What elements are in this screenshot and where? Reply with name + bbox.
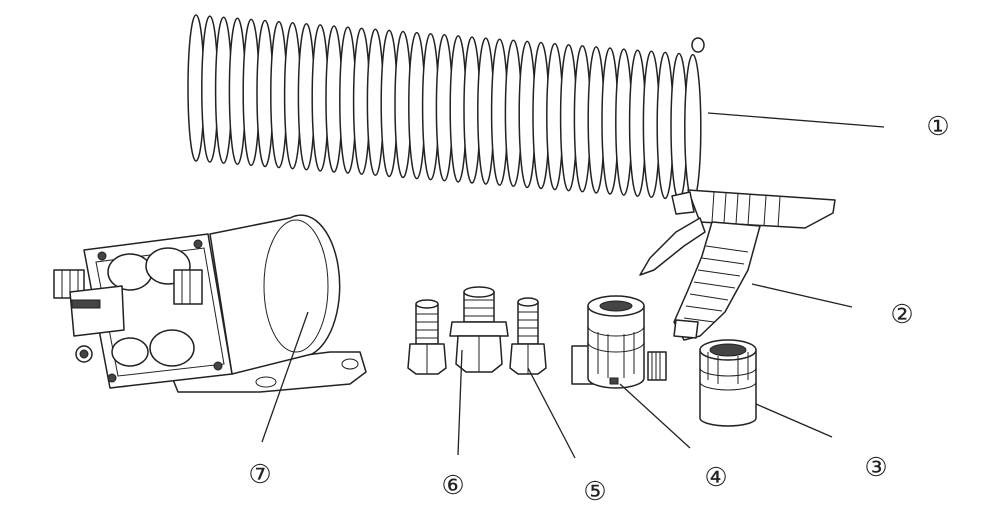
leader-lines xyxy=(261,112,885,459)
coiled-hose-icon xyxy=(187,14,705,202)
strainer-filter-icon xyxy=(571,295,667,389)
callout-2: ② xyxy=(890,300,913,330)
callout-3: ③ xyxy=(864,453,887,483)
callout-7: ⑦ xyxy=(248,460,271,490)
straight-fitting-icon xyxy=(509,297,547,375)
spray-gun-icon xyxy=(639,189,836,341)
callout-5: ⑤ xyxy=(583,477,606,507)
callout-1: ① xyxy=(926,112,949,142)
callout-4: ④ xyxy=(704,463,727,493)
threaded-adapter-icon xyxy=(407,286,509,375)
hose-coil xyxy=(684,53,702,202)
callout-6: ⑥ xyxy=(441,471,464,501)
hose-connector-icon xyxy=(699,339,757,427)
diaphragm-pump-icon xyxy=(53,214,367,393)
callout-labels: ① ② ③ ④ ⑤ ⑥ ⑦ xyxy=(248,112,949,507)
